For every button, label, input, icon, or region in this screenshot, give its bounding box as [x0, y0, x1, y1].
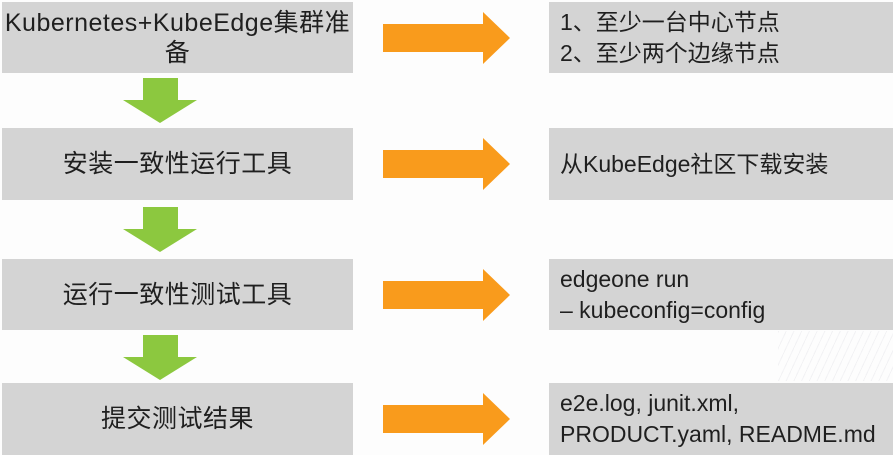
down-arrow-head: [123, 100, 197, 123]
right-arrow-head: [483, 12, 510, 64]
step-label: 提交测试结果: [100, 405, 254, 433]
detail-line: 1、至少一台中心节点: [560, 8, 780, 35]
detail-box-cluster-prepare: 1、至少一台中心节点 2、至少两个边缘节点: [549, 2, 893, 73]
right-arrow-icon: [383, 269, 510, 321]
step-box-install-tool: 安装一致性运行工具: [2, 128, 353, 200]
step-label: Kubernetes+KubeEdge集群准备: [4, 8, 351, 67]
detail-box-submit-result: e2e.log, junit.xml, PRODUCT.yaml, README…: [549, 383, 893, 455]
down-arrow-stem: [143, 78, 178, 100]
step-box-submit-result: 提交测试结果: [2, 383, 353, 455]
right-arrow-head: [483, 269, 510, 321]
right-arrow-icon: [383, 393, 510, 445]
detail-line: 从KubeEdge社区下载安装: [560, 150, 829, 177]
step-label: 安装一致性运行工具: [62, 150, 293, 178]
down-arrow-head: [123, 229, 197, 252]
detail-line: edgeone run: [560, 265, 690, 292]
down-arrow-head: [123, 357, 197, 380]
detail-box-install-tool: 从KubeEdge社区下载安装: [549, 128, 893, 200]
detail-line: 2、至少两个边缘节点: [560, 39, 780, 66]
step-box-run-test: 运行一致性测试工具: [2, 259, 353, 330]
down-arrow-icon: [123, 335, 198, 380]
detail-line: e2e.log, junit.xml,: [560, 390, 739, 416]
step-label: 运行一致性测试工具: [62, 280, 293, 309]
down-arrow-stem: [143, 335, 178, 357]
right-arrow-head: [483, 393, 510, 445]
right-arrow-stem: [383, 281, 483, 309]
down-arrow-icon: [123, 207, 198, 252]
right-arrow-icon: [383, 12, 510, 64]
detail-line: – kubeconfig=config: [560, 296, 766, 323]
diagonal-watermark-texture: [778, 331, 893, 381]
right-arrow-icon: [383, 138, 510, 190]
down-arrow-icon: [123, 78, 198, 123]
right-arrow-head: [483, 138, 510, 190]
right-arrow-stem: [383, 150, 483, 178]
step-box-cluster-prepare: Kubernetes+KubeEdge集群准备: [2, 2, 353, 73]
right-arrow-stem: [383, 405, 483, 433]
detail-line: PRODUCT.yaml, README.md: [560, 421, 876, 447]
detail-box-run-test: edgeone run – kubeconfig=config: [549, 259, 893, 330]
down-arrow-stem: [143, 207, 178, 229]
right-arrow-stem: [383, 24, 483, 52]
